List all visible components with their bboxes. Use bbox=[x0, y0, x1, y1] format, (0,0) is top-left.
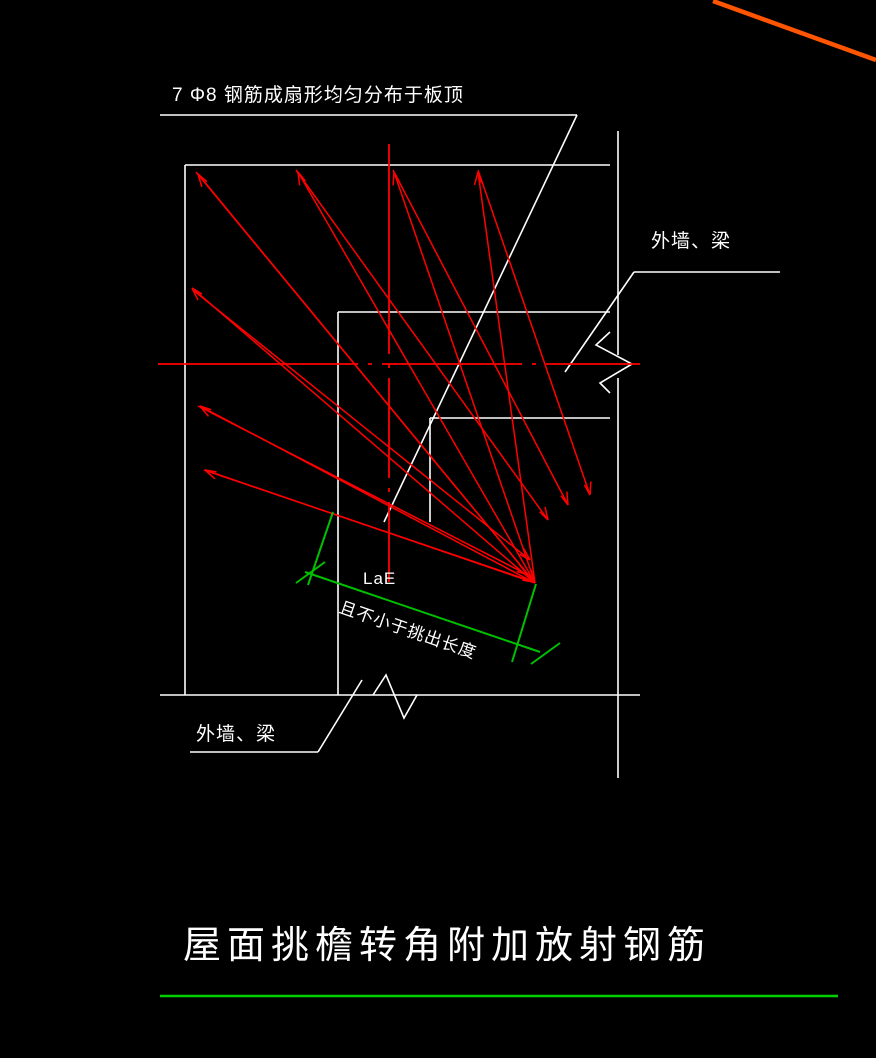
dimension-tick-right bbox=[530, 642, 561, 665]
rebar-fan-3 bbox=[392, 169, 569, 506]
rebar-ray-4 bbox=[473, 171, 536, 584]
break-symbol-bottom bbox=[372, 673, 418, 720]
rebar-fan-2 bbox=[295, 169, 549, 521]
dimension-tick-left bbox=[295, 561, 326, 584]
rebar-fan-1 bbox=[195, 171, 536, 584]
dimension-primary-text: LaE bbox=[363, 569, 396, 588]
break-symbol-right bbox=[594, 331, 634, 394]
rebar-ray-2 bbox=[297, 171, 536, 584]
rebar-fan-6 bbox=[197, 405, 529, 576]
dimension-ext-left bbox=[307, 511, 334, 586]
dimension-main-line bbox=[304, 571, 541, 653]
radial-rebar-group bbox=[191, 169, 592, 584]
rebar-fan-7 bbox=[203, 469, 535, 583]
rebar-fan-5 bbox=[192, 289, 531, 561]
rebar-ray-5 bbox=[191, 287, 536, 584]
rebar-fan-4 bbox=[477, 169, 592, 496]
top-note-leader bbox=[160, 114, 578, 523]
lower-left-label-leader bbox=[190, 679, 363, 753]
drawing-title-text: 屋面挑檐转角附加放射钢筋 bbox=[183, 925, 711, 967]
lower-left-label-text: 外墙、梁 bbox=[196, 723, 276, 745]
top-note-text: 7 Φ8 钢筋成扇形均匀分布于板顶 bbox=[172, 84, 464, 106]
slab-outline bbox=[160, 131, 640, 778]
dimension-ext-right bbox=[511, 583, 537, 663]
upper-right-label-leader bbox=[564, 271, 780, 373]
dimension-line-group bbox=[295, 511, 561, 665]
accent-diagonal-line bbox=[712, 0, 876, 63]
rebar-ray-3 bbox=[392, 171, 536, 584]
upper-right-label-text: 外墙、梁 bbox=[651, 230, 731, 252]
